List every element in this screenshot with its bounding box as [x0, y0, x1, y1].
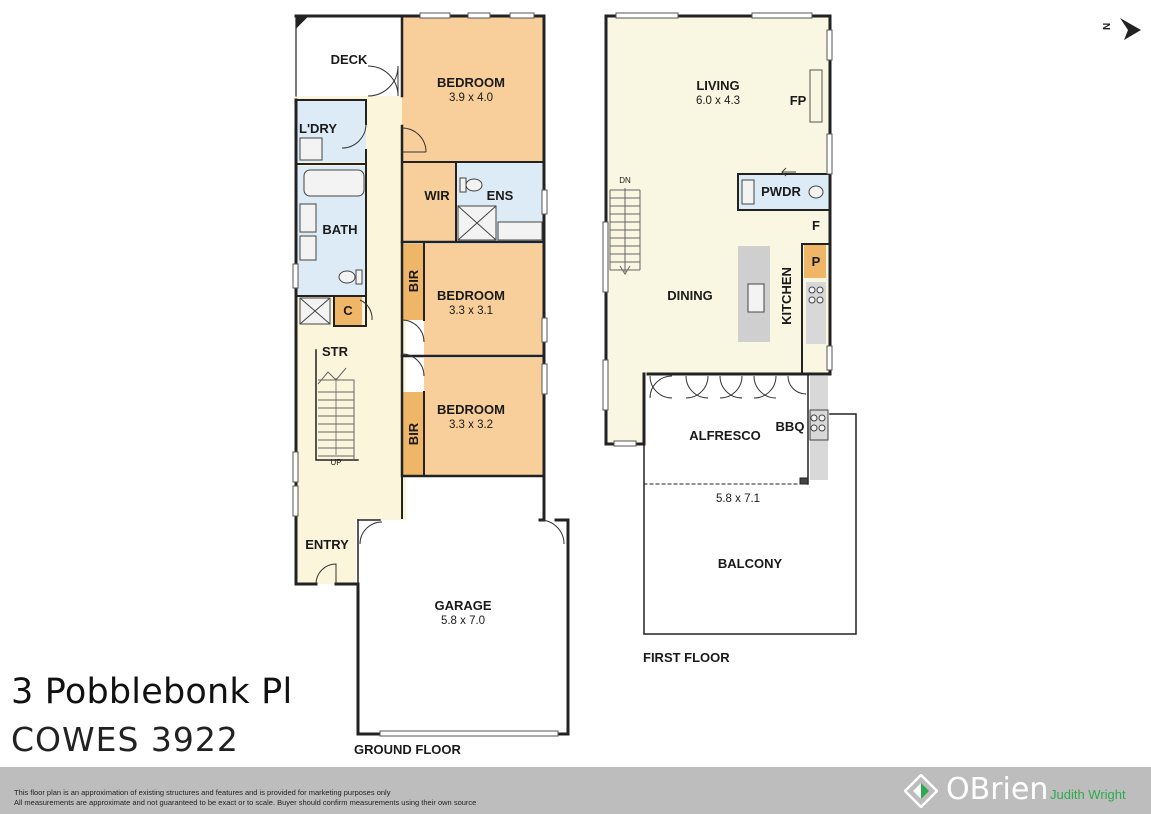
dining-label: DINING: [667, 288, 713, 303]
first-stairs: [609, 188, 641, 275]
alfresco-doors: [649, 375, 807, 399]
living-size: 6.0 x 4.3: [696, 95, 740, 107]
bir-2-fill: [402, 392, 424, 476]
bath-label: BATH: [322, 222, 357, 237]
bedroom-2-label: BEDROOM: [437, 288, 505, 303]
fireplace-label: FP: [790, 93, 807, 108]
floor-plan: DECK BEDROOM 3.9 x 4.0 L'DRY WIR ENS BAT…: [292, 12, 1141, 757]
first-floor-plan: LIVING 6.0 x 4.3 FP DN PWDR F P KITCHEN …: [602, 12, 857, 665]
ground-stairs: [317, 367, 355, 460]
ground-walls: [294, 14, 570, 736]
storage-label: STR: [322, 344, 349, 359]
property-suburb: COWES 3922: [11, 720, 239, 759]
cupboard-label: C: [343, 303, 353, 318]
bbq-label: BBQ: [776, 419, 805, 434]
bir-1-label: BIR: [406, 269, 421, 292]
property-street-address: 3 Pobblebonk Pl: [11, 672, 293, 712]
ensuite-label: ENS: [487, 188, 514, 203]
bedroom-2-size: 3.3 x 3.1: [449, 305, 493, 317]
bedroom-3-size: 3.3 x 3.2: [449, 419, 493, 431]
living-label: LIVING: [696, 78, 739, 93]
garage-size: 5.8 x 7.0: [441, 615, 485, 627]
powder-label: PWDR: [761, 184, 801, 199]
first-floor-label: FIRST FLOOR: [643, 650, 730, 665]
entry-fill: [296, 420, 358, 584]
first-windows: [602, 12, 833, 447]
obrien-diamond-icon: [904, 774, 938, 808]
ground-fixtures: [299, 137, 543, 325]
footer-bar: This floor plan is an approximation of e…: [0, 767, 1151, 814]
bedroom-3-fill: [424, 358, 544, 476]
wir-label: WIR: [424, 188, 450, 203]
balcony-label: BALCONY: [718, 556, 783, 571]
bedroom-1-size: 3.9 x 4.0: [449, 92, 493, 104]
bir-1-fill: [402, 244, 424, 320]
compass-north-label: N: [1102, 23, 1113, 30]
agent-name: Judith Wright: [1050, 787, 1126, 802]
cupboard-fill: [334, 296, 362, 326]
agency-logo: OBrien Judith Wright: [904, 772, 1144, 810]
first-fixtures: [741, 167, 829, 441]
wir-fill: [402, 162, 458, 242]
bedroom-3-label: BEDROOM: [437, 402, 505, 417]
ground-windows: [292, 12, 559, 737]
pantry-fill: [804, 244, 826, 278]
disclaimer-line-2: All measurements are approximate and not…: [14, 798, 477, 807]
deck-label: DECK: [331, 52, 368, 67]
ground-floor-plan: DECK BEDROOM 3.9 x 4.0 L'DRY WIR ENS BAT…: [292, 12, 570, 757]
bedroom-1-label: BEDROOM: [437, 75, 505, 90]
bedroom-2-fill: [424, 244, 544, 356]
bir-2-label: BIR: [406, 422, 421, 445]
kitchen-label: KITCHEN: [779, 267, 794, 325]
north-arrow-icon: [1120, 18, 1141, 40]
garage-label: GARAGE: [434, 598, 491, 613]
fridge-label: F: [812, 218, 820, 233]
deck-fill: [296, 16, 402, 96]
compass: N: [1102, 18, 1141, 40]
laundry-label: L'DRY: [299, 121, 337, 136]
bedroom-1-fill: [402, 16, 544, 162]
brand-name: OBrien: [946, 772, 1049, 807]
entry-label: ENTRY: [305, 537, 349, 552]
alfresco-label: ALFRESCO: [689, 428, 761, 443]
garage-fill: [356, 520, 570, 734]
balcony-size: 5.8 x 7.1: [716, 493, 760, 505]
stairs-up-label: UP: [330, 458, 341, 467]
ground-floor-label: GROUND FLOOR: [354, 742, 461, 757]
disclaimer-line-1: This floor plan is an approximation of e…: [14, 788, 391, 797]
ground-doors: [315, 65, 565, 585]
stairs-down-label: DN: [619, 176, 631, 185]
pantry-label: P: [812, 254, 821, 269]
